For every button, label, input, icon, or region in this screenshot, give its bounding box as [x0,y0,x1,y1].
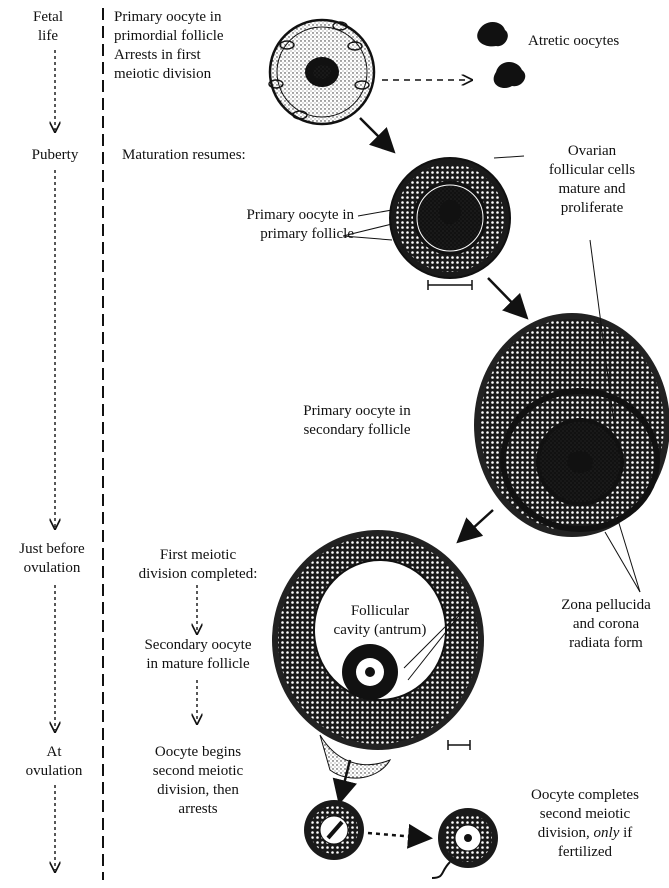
stage-secondary-oocyte: Secondary oocyte in mature follicle [118,636,278,674]
primary-follicle [390,158,510,290]
timeline-puberty: Puberty [18,146,92,165]
label-zona-pellucida: Zona pellucida and corona radiata form [546,596,666,653]
stage-primordial: Primary oocyte in primordial follicle Ar… [114,8,224,84]
timeline-at-ovulation: At ovulation [14,743,94,781]
stage-maturation: Maturation resumes: [122,146,246,165]
ovulated-oocyte [304,800,364,860]
label-secondary-follicle: Primary oocyte in secondary follicle [282,402,432,440]
primordial-follicle [269,20,374,124]
mature-follicle [272,530,484,778]
label-primary-follicle: Primary oocyte in primary follicle [180,206,354,244]
stage-second-division: Oocyte begins second meiotic division, t… [118,743,278,819]
label-oocyte-completes: Oocyte completes second meiotic division… [510,786,660,862]
fertilized-oocyte [432,808,498,878]
timeline-just-before-ovulation: Just before ovulation [4,540,100,578]
timeline-fetal-life: Fetal life [18,8,78,46]
atretic-oocytes [477,22,525,88]
label-follicular-cells: Ovarian follicular cells mature and prol… [528,142,656,218]
label-follicular-cavity: Follicular cavity (antrum) [318,602,442,640]
secondary-follicle [474,313,669,537]
label-atretic-oocytes: Atretic oocytes [528,32,619,51]
stage-first-division: First meiotic division completed: [118,546,278,584]
